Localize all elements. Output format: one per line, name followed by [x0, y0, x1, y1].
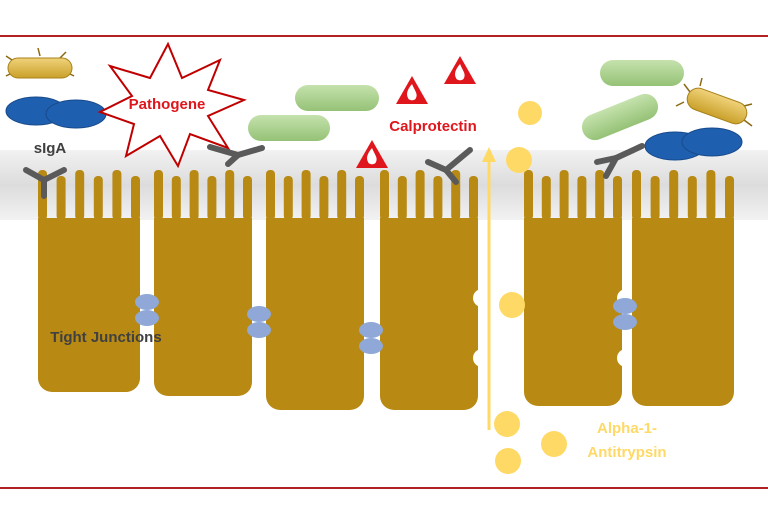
microvillus — [171, 176, 181, 220]
microvillus — [687, 176, 697, 220]
alpha-dot — [495, 448, 521, 474]
pathogene-label: Pathogene — [129, 96, 206, 113]
microvillus — [131, 176, 140, 220]
calprotectin-label: Calprotectin — [389, 118, 477, 135]
epithelial-cell — [632, 218, 734, 406]
microvillus — [380, 170, 389, 220]
microvillus — [469, 176, 478, 220]
microvillus — [154, 170, 163, 220]
microvillus — [319, 176, 329, 220]
microvillus — [577, 176, 587, 220]
pathogen-starburst-icon — [97, 41, 247, 169]
cell-damage-notch — [473, 289, 491, 307]
epithelial-cells — [38, 170, 734, 410]
microvillus — [93, 176, 103, 220]
bacterium-icon — [5, 96, 107, 129]
microvillus — [725, 176, 734, 220]
microvillus — [266, 170, 275, 220]
alpha-dot — [506, 147, 532, 173]
bacterium-icon — [581, 60, 684, 141]
alpha-dot — [541, 431, 567, 457]
tight-junctions — [135, 294, 637, 354]
epithelial-cell-apex — [38, 218, 140, 238]
microvillus — [706, 170, 716, 220]
antibody-icon — [23, 167, 67, 199]
alpha-1-antitrypsin-dots — [494, 101, 567, 474]
bacterium-icon — [5, 47, 75, 79]
antibody-icon — [425, 147, 473, 185]
epithelial-cell — [38, 218, 140, 392]
epithelial-cell-apex — [266, 218, 364, 238]
cell-damage-notch — [617, 349, 635, 367]
microvillus — [433, 176, 443, 220]
epithelial-cell — [380, 218, 478, 410]
microvillus — [524, 170, 533, 220]
epithelial-cell — [524, 218, 622, 406]
microvillus — [355, 176, 364, 220]
microvillus — [397, 176, 407, 220]
microvillus — [189, 170, 199, 220]
tight-junction-icon — [247, 306, 271, 338]
antibody-icon — [207, 144, 265, 167]
epithelial-cell-apex — [524, 218, 622, 238]
siga-label: sIgA — [34, 140, 67, 157]
epithelial-cell — [154, 218, 252, 396]
alpha-1-antitrypsin-label-line2: Antitrypsin — [587, 444, 666, 461]
alpha-dot — [518, 101, 542, 125]
microvillus — [559, 170, 569, 220]
alpha-dot — [494, 411, 520, 437]
calprotectin-flame-icon — [444, 56, 476, 84]
microvillus — [669, 170, 679, 220]
calprotectin-flame-icon — [356, 140, 388, 168]
microvillus — [207, 176, 217, 220]
microvillus — [650, 176, 660, 220]
epithelial-cell-apex — [632, 218, 734, 238]
microvillus — [283, 176, 293, 220]
cell-damage-notch — [473, 349, 491, 367]
epithelial-cell — [266, 218, 364, 410]
microvillus — [632, 170, 641, 220]
epithelial-cell-apex — [380, 218, 478, 238]
tight-junction-icon — [359, 322, 383, 354]
microvillus — [613, 176, 622, 220]
alpha-1-antitrypsin-label-line1: Alpha-1- — [597, 420, 657, 437]
arrow-up-icon — [482, 147, 496, 430]
epithelial-cell-apex — [154, 218, 252, 238]
calprotectin-flame-icon — [396, 76, 428, 104]
tight-junction-icon — [135, 294, 159, 326]
microvillus — [541, 176, 551, 220]
bacterium-icon — [644, 127, 743, 161]
microvillus — [337, 170, 347, 220]
microvillus — [56, 176, 66, 220]
microvillus — [301, 170, 311, 220]
microvillus — [415, 170, 425, 220]
microvillus — [595, 170, 605, 220]
microvillus — [225, 170, 235, 220]
microvillus — [112, 170, 122, 220]
tight-junction-icon — [613, 298, 637, 330]
alpha-dot — [499, 292, 525, 318]
tight-junctions-label: Tight Junctions — [50, 329, 161, 346]
bacterium-icon — [675, 77, 753, 127]
microvillus — [243, 176, 252, 220]
bacterium-icon — [248, 85, 379, 141]
antibody-icon — [594, 143, 645, 179]
microvillus — [75, 170, 85, 220]
